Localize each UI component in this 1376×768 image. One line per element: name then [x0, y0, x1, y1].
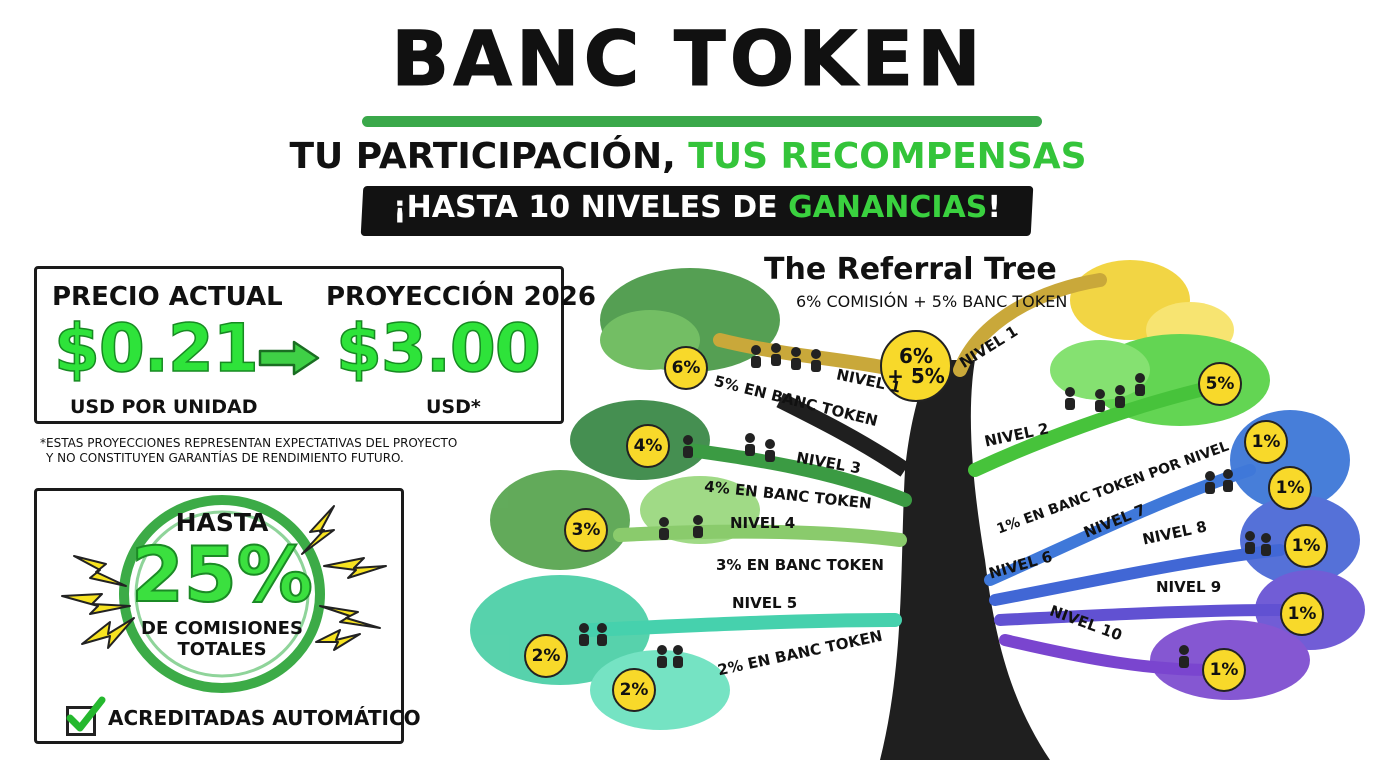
title-underline [362, 116, 1042, 127]
banner-part2: GANANCIAS [788, 190, 988, 225]
people-icon [576, 620, 686, 670]
coin-1b: 1% [1268, 466, 1312, 510]
people-icon [680, 430, 780, 466]
check-label: ACREDITADAS AUTOMÁTICO [108, 706, 421, 730]
coin-top: 6% + 5% [880, 330, 952, 402]
subtitle-part1: TU PARTICIPACIÓN, [289, 136, 689, 177]
level-9: NIVEL 9 [1156, 578, 1222, 596]
coin-3: 3% [564, 508, 608, 552]
disclaimer-line2: Y NO CONSTITUYEN GARANTÍAS DE RENDIMIENT… [46, 451, 404, 465]
disclaimer: *ESTAS PROYECCIONES REPRESENTAN EXPECTAT… [40, 436, 560, 466]
subtitle: TU PARTICIPACIÓN, TUS RECOMPENSAS [0, 136, 1376, 177]
coin-top-line2: + 5% [887, 364, 945, 388]
people-icon [1172, 642, 1196, 672]
banner-part1: ¡HASTA 10 NIVELES DE [392, 190, 789, 225]
current-price-label: PRECIO ACTUAL [52, 282, 283, 312]
banner-part3: ! [987, 190, 1002, 225]
coin-2a: 2% [524, 634, 568, 678]
coin-1d: 1% [1280, 592, 1324, 636]
people-icon [654, 514, 714, 544]
coin-4: 4% [626, 424, 670, 468]
lightning-icon [34, 494, 404, 694]
coin-1e: 1% [1202, 648, 1246, 692]
level-5: NIVEL 5 [732, 594, 798, 612]
projection-unit: USD* [426, 396, 481, 418]
subtitle-part2: TUS RECOMPENSAS [688, 136, 1087, 177]
coin-5: 5% [1198, 362, 1242, 406]
coin-1c: 1% [1284, 524, 1328, 568]
coin-2b: 2% [612, 668, 656, 712]
commission-line1: DE COMISIONES [141, 618, 303, 639]
commission-percent: 25% [130, 529, 314, 620]
coin-1a: 1% [1244, 420, 1288, 464]
page-title: BANC TOKEN [391, 14, 985, 104]
disclaimer-line1: *ESTAS PROYECCIONES REPRESENTAN EXPECTAT… [40, 436, 458, 450]
checkmark-icon [62, 694, 106, 738]
people-icon [1060, 372, 1150, 416]
commission-line2: TOTALES [177, 639, 267, 660]
current-price-unit: USD POR UNIDAD [70, 396, 258, 418]
projection-label: PROYECCIÓN 2026 [326, 282, 596, 312]
commission-sub: DE COMISIONES TOTALES [92, 618, 352, 660]
coin-top-line1: 6% [899, 344, 933, 368]
people-icon [1200, 466, 1280, 566]
arrow-right-icon [258, 340, 320, 376]
coin-6: 6% [664, 346, 708, 390]
commission-panel [34, 488, 404, 744]
current-price-value: $0.21 [53, 309, 259, 388]
projection-value: $3.00 [335, 309, 541, 388]
price-panel [34, 266, 564, 424]
token-label-3: 3% EN BANC TOKEN [716, 556, 884, 574]
commission-hasta: HASTA [175, 508, 269, 537]
commission-badge-ring [92, 494, 352, 694]
tree-subtitle: 6% COMISIÓN + 5% BANC TOKEN [796, 292, 1068, 311]
banner-text: ¡HASTA 10 NIVELES DE GANANCIAS! [362, 190, 1032, 225]
level-4: NIVEL 4 [730, 514, 796, 532]
tree-title: The Referral Tree [764, 252, 1057, 287]
people-icon [746, 340, 826, 376]
